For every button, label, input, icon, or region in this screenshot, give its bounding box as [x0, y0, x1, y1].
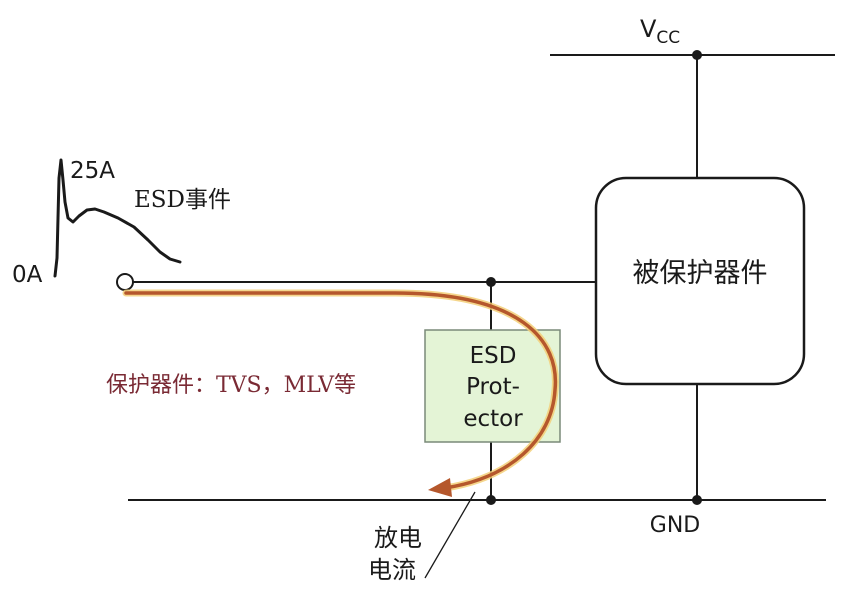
discharge-label-2: 电流 — [368, 556, 416, 584]
esd-pulse-waveform — [53, 158, 182, 278]
peak-current-label: 25A — [70, 158, 115, 184]
esd-protector-box — [424, 329, 561, 443]
zero-current-label: 0A — [12, 262, 43, 288]
esd-protector-label-3: ector — [463, 406, 523, 432]
discharge-arrowhead — [428, 478, 452, 497]
esd-event-label: ESD事件 — [134, 187, 231, 213]
gnd-label: GND — [650, 513, 700, 538]
discharge-current-path — [124, 291, 558, 490]
esd-protector-label-2: Prot- — [466, 374, 520, 400]
esd-protector-label-1: ESD — [470, 343, 517, 369]
protected-device-label: 被保护器件 — [633, 258, 768, 289]
vcc-label: VCC — [640, 15, 680, 48]
input-terminal — [116, 273, 134, 291]
discharge-label-1: 放电 — [374, 524, 422, 552]
protection-note: 保护器件：TVS，MLV等 — [106, 373, 356, 398]
gnd-junction-right — [692, 495, 702, 505]
discharge-callout-line — [424, 491, 476, 579]
